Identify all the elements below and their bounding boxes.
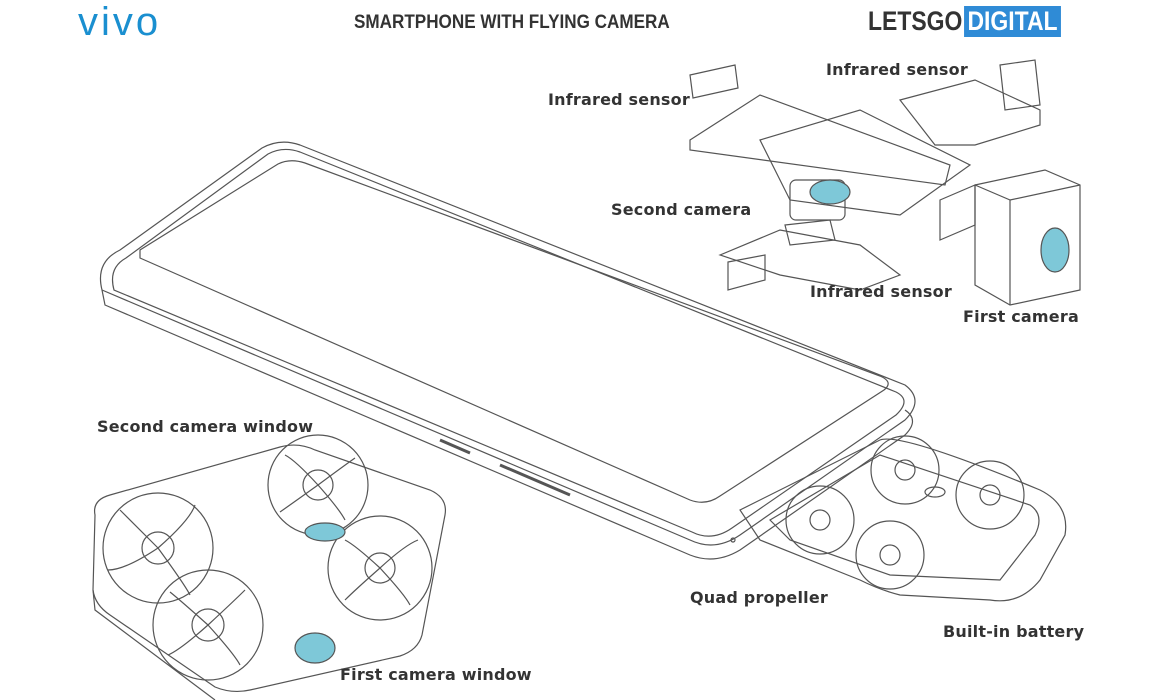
infrared-sensor-bottom (727, 254, 766, 291)
logo-part-letsgo: LETSGO (868, 6, 963, 36)
label-infrared-sensor-bottom: Infrared sensor (810, 282, 952, 301)
label-built-in-battery: Built-in battery (943, 622, 1085, 641)
first-camera-lens (1040, 227, 1070, 273)
letsgodigital-logo: LETSGO DIGITAL (868, 5, 1061, 38)
smartphone-body (99, 141, 916, 560)
figure-title: SMARTPHONE WITH FLYING CAMERA (354, 12, 670, 33)
drone-propellers (102, 434, 433, 681)
label-second-camera: Second camera (611, 200, 752, 219)
side-button (499, 463, 571, 497)
camera-module (689, 59, 1081, 306)
second-camera-window (304, 522, 346, 542)
label-quad-propeller: Quad propeller (690, 588, 828, 607)
infrared-sensor-top (999, 59, 1041, 111)
battery-dock (739, 435, 1067, 602)
logo-part-digital: DIGITAL (964, 6, 1061, 37)
label-first-camera-window: First camera window (340, 665, 532, 684)
label-first-camera: First camera (963, 307, 1079, 326)
docked-propellers (785, 435, 1025, 590)
label-infrared-sensor-top: Infrared sensor (826, 60, 968, 79)
label-second-camera-window: Second camera window (97, 417, 314, 436)
infrared-sensor-left (689, 64, 739, 99)
first-camera-window (294, 632, 336, 664)
sensor-arm-top (898, 79, 1041, 146)
drone (92, 434, 447, 700)
side-button (439, 438, 471, 455)
label-infrared-sensor-left: Infrared sensor (548, 90, 690, 109)
first-camera-box (974, 169, 1081, 306)
phone-screen (139, 160, 889, 503)
sensor-arm-bottom (718, 229, 902, 291)
second-camera-lens (809, 179, 851, 205)
charging-port (730, 537, 736, 543)
vivo-logo: vivo (78, 0, 162, 44)
